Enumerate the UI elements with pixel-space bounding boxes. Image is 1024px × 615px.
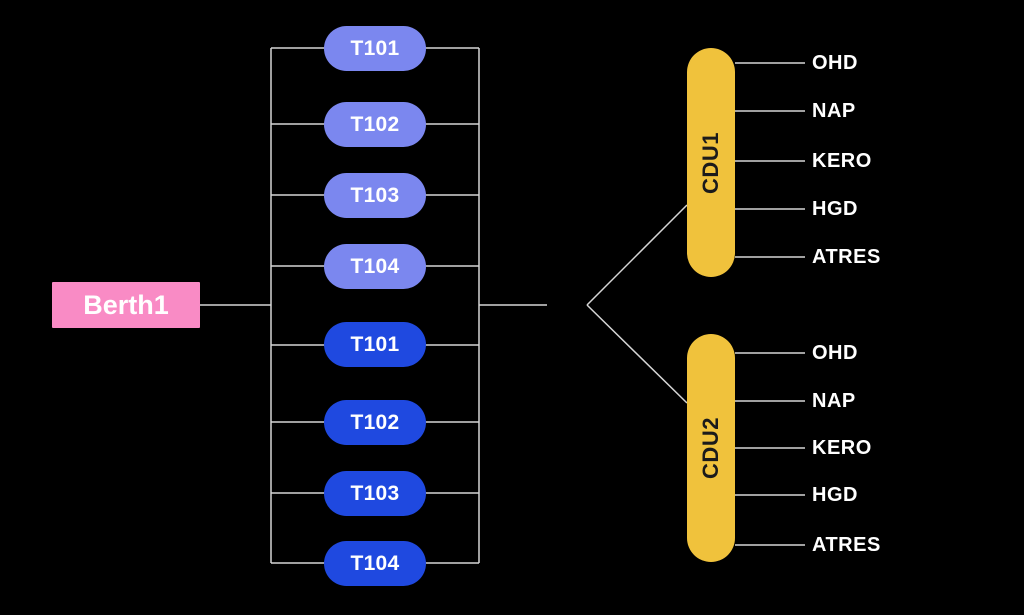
output-label-cdu2-atres: ATRES [812,534,881,556]
output-label-cdu1-nap: NAP [812,100,856,122]
unit-node-cdu1: CDU1 [687,48,735,277]
unit-label-cdu1: CDU1 [698,131,723,194]
tank-node-light-t103: T103 [324,173,426,218]
output-label-cdu2-kero: KERO [812,437,872,459]
output-label-cdu1-kero: KERO [812,150,872,172]
output-label-cdu2-ohd: OHD [812,342,858,364]
branch-line-cdu1 [586,204,688,306]
tank-node-dark-t101: T101 [324,322,426,367]
branch-line-cdu2 [586,304,688,404]
output-label-cdu1-hgd: HGD [812,198,858,220]
tank-node-dark-t102: T102 [324,400,426,445]
output-label-cdu2-hgd: HGD [812,484,858,506]
output-label-cdu2-nap: NAP [812,390,856,412]
berth-node: Berth1 [52,282,200,328]
tank-node-dark-t104: T104 [324,541,426,586]
unit-node-cdu2: CDU2 [687,334,735,562]
tank-node-light-t101: T101 [324,26,426,71]
unit-label-cdu2: CDU2 [698,417,723,479]
output-label-cdu1-ohd: OHD [812,52,858,74]
output-label-cdu1-atres: ATRES [812,246,881,268]
tank-node-light-t104: T104 [324,244,426,289]
tank-node-light-t102: T102 [324,102,426,147]
tank-node-dark-t103: T103 [324,471,426,516]
